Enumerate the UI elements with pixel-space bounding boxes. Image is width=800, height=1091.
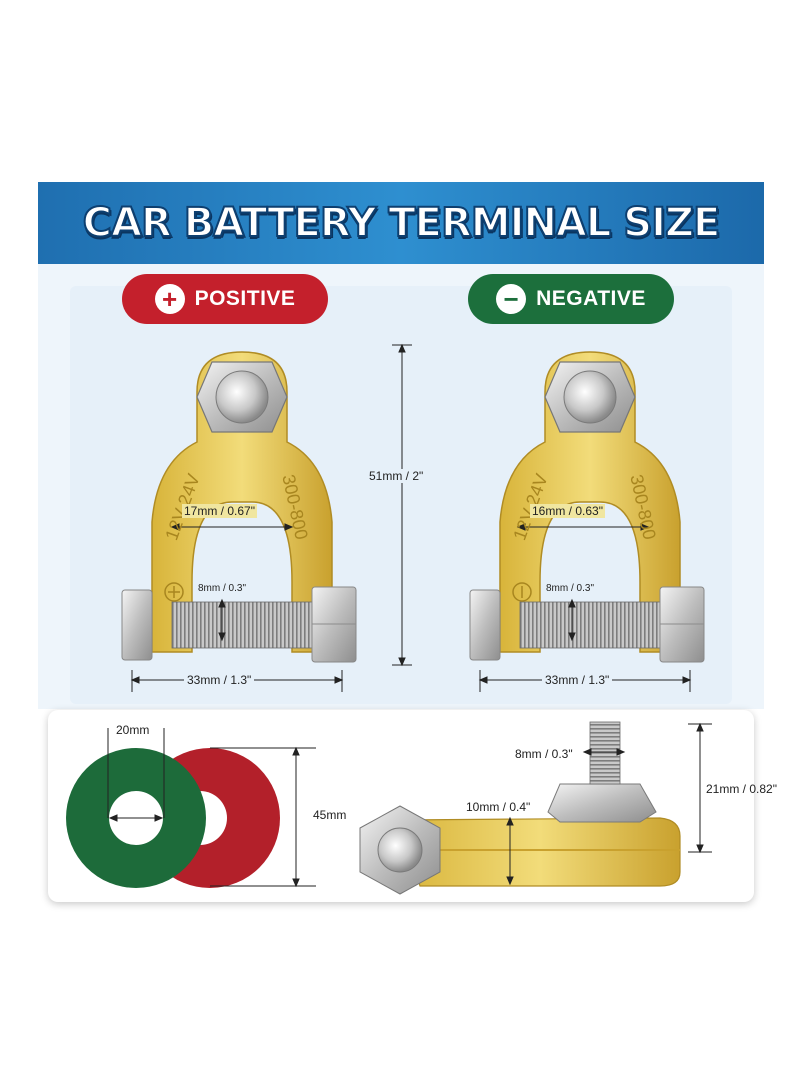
negative-inner-width: 16mm / 0.63" — [530, 504, 605, 518]
side-height: 21mm / 0.82" — [706, 782, 777, 796]
negative-width: 33mm / 1.3" — [542, 673, 613, 687]
minus-icon: − — [496, 284, 527, 314]
negative-label: NEGATIVE — [536, 287, 646, 310]
negative-bolt-size: 8mm / 0.3" — [546, 583, 595, 594]
washer-inner-diameter: 20mm — [116, 723, 150, 737]
positive-bolt-size: 8mm / 0.3" — [198, 583, 247, 594]
terminal-height: 51mm / 2" — [366, 469, 427, 483]
plus-icon: + — [154, 284, 185, 314]
side-bolt-size: 8mm / 0.3" — [515, 747, 573, 761]
title-banner: CAR BATTERY TERMINAL SIZE — [38, 182, 764, 264]
positive-label: POSITIVE — [194, 287, 296, 310]
positive-badge: + POSITIVE — [122, 274, 328, 324]
banner-title: CAR BATTERY TERMINAL SIZE — [82, 199, 722, 247]
negative-badge: − NEGATIVE — [468, 274, 674, 324]
positive-inner-width: 17mm / 0.67" — [182, 504, 257, 518]
washer-outer-diameter: 45mm — [310, 808, 350, 822]
positive-width: 33mm / 1.3" — [184, 673, 255, 687]
side-thickness: 10mm / 0.4" — [466, 800, 531, 814]
